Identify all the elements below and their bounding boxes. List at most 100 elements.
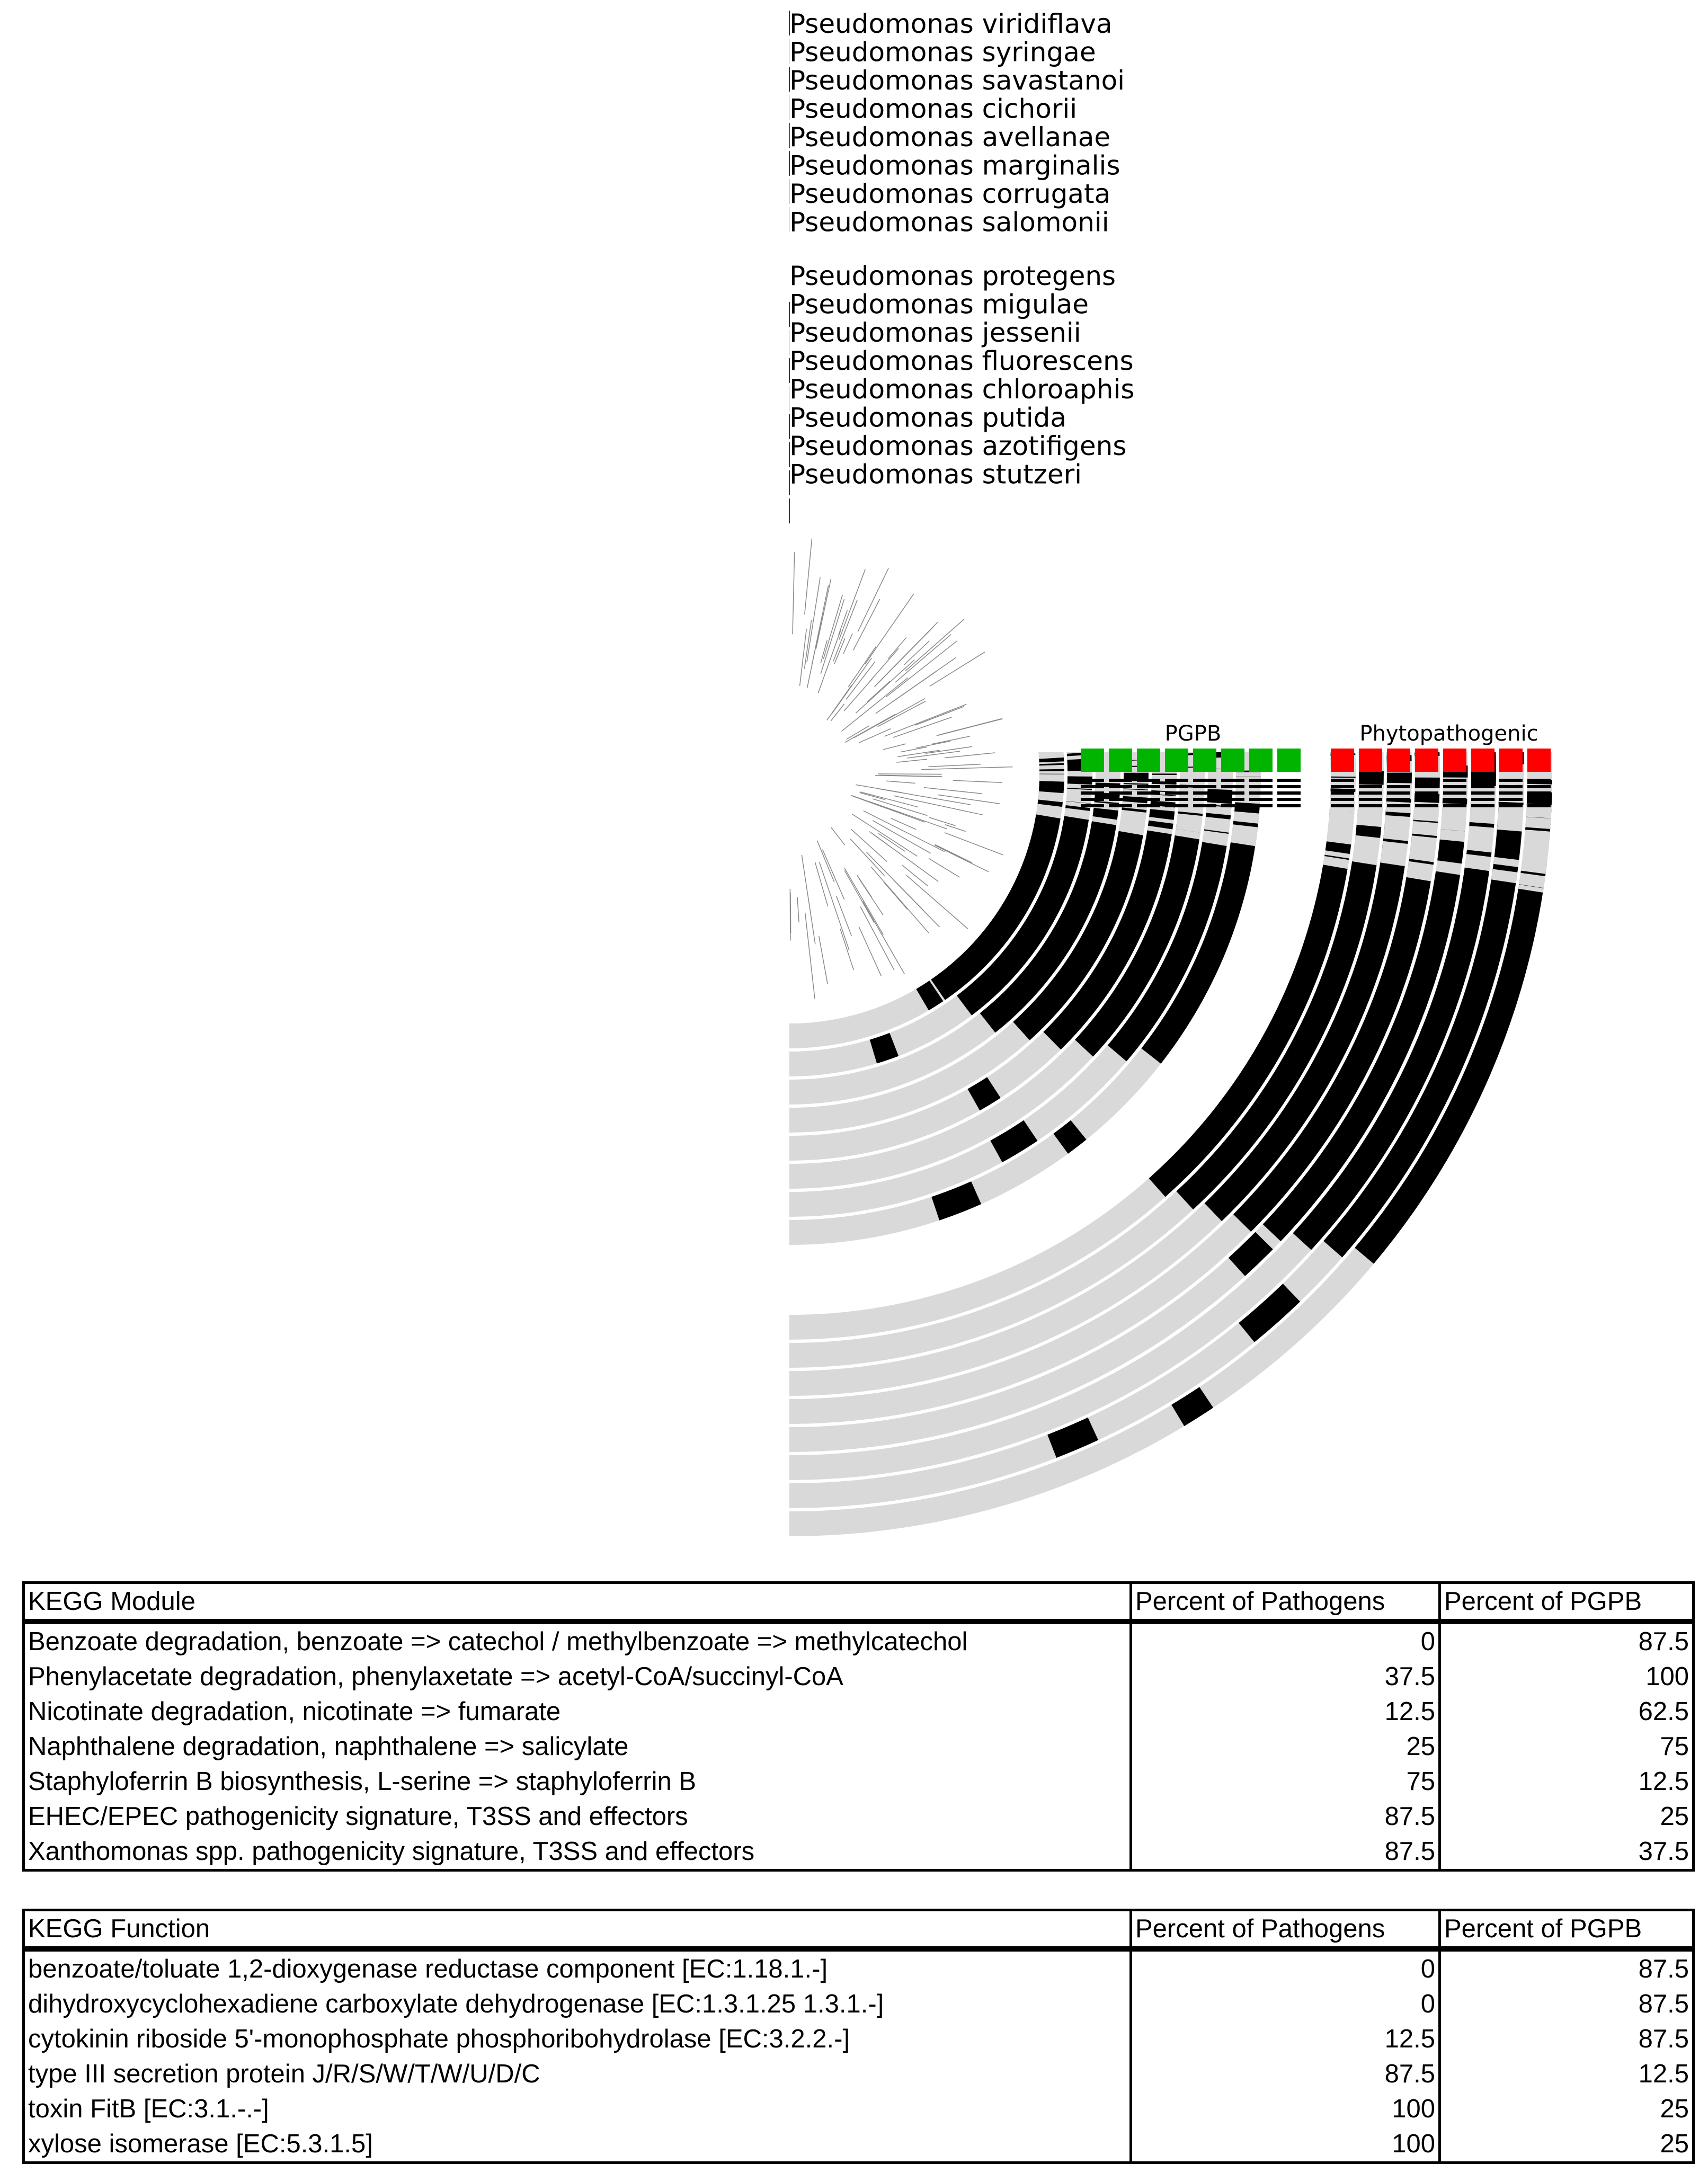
tree-branch [862,901,905,975]
presence-block [1193,791,1216,795]
tree-branch [818,936,828,984]
absence-gap [1236,772,1261,777]
tree-branch [864,593,914,665]
figure-mask [790,0,1708,752]
function-name-cell: xylose isomerase [EC:5.3.1.5] [22,2126,1132,2164]
pgpb-marker [1137,749,1160,772]
absence-gap [1406,867,1433,881]
presence-block [1277,804,1301,807]
absence-gap [1205,816,1231,827]
pgpb-marker [1109,749,1132,772]
tree-branch [830,703,845,722]
presence-block [1387,791,1410,795]
tree-branch [897,750,940,758]
pathogen-percent-cell: 0 [1129,1987,1441,2021]
pathogen-percent-cell: 25 [1129,1729,1441,1764]
pgpb-marker [1277,749,1301,772]
absence-gap [1518,884,1544,893]
presence-block [1331,779,1354,782]
presence-block [1499,785,1523,788]
tree-branch [816,840,835,883]
tree-branch [840,928,855,970]
species-label: Pseudomonas syringae [789,37,1096,68]
tree-branch [893,879,940,928]
presence-block [1331,791,1354,795]
absence-gap [1352,852,1378,866]
tree-branch [938,794,1000,805]
table-row: Nicotinate degradation, nicotinate => fu… [22,1694,1695,1729]
presence-block [1499,791,1523,795]
presence-block [1471,791,1494,795]
tree-branch [953,780,1002,783]
tree-branch [860,791,919,808]
presence-block [1443,798,1466,801]
pathogen-percent-cell: 100 [1129,2091,1441,2126]
presence-block [1165,791,1188,795]
pathogen-percent-cell: 12.5 [1129,2021,1441,2056]
tree-branch [839,569,866,640]
absence-gap [1497,821,1523,832]
presence-block [1109,779,1132,782]
absence-gap [1385,817,1410,824]
species-label: Pseudomonas azotifigens [789,431,1126,461]
tree-branch [826,685,852,720]
column-header: Percent of Pathogens [1129,1909,1441,1952]
absence-gap [1520,858,1547,874]
absence-gap [1328,818,1354,830]
absence-gap [1091,817,1117,825]
presence-block [1137,785,1160,788]
table-row: Naphthalene degradation, naphthalene => … [22,1729,1695,1764]
tree-branch [921,766,1013,770]
tree-branch [891,818,917,830]
absence-gap [1120,815,1146,824]
tree-branch [929,652,985,687]
presence-block [1359,804,1382,807]
absence-gap [1381,852,1407,863]
presence-block [1277,791,1301,795]
presence-block [1109,791,1132,795]
presence-block [1471,785,1494,788]
function-name-cell: type III secretion protein J/R/S/W/T/W/U… [22,2056,1132,2091]
presence-block [1415,804,1438,807]
pgpb-percent-cell: 25 [1438,2091,1695,2126]
tree-branch [925,746,972,754]
tree-branch [905,619,965,672]
presence-block [1249,791,1273,795]
absence-gap [1498,815,1523,823]
pgpb-percent-cell: 25 [1438,1799,1695,1834]
presence-block [1081,798,1104,801]
tree-branch [873,798,928,816]
table-row: benzoate/toluate 1,2-dioxygenase reducta… [22,1949,1695,1987]
table-row: Staphyloferrin B biosynthesis, L-serine … [22,1764,1695,1799]
tree-branch [838,610,848,635]
presence-block [1527,779,1551,782]
tree-branch [895,634,951,683]
module-name-cell: Xanthomonas spp. pathogenicity signature… [22,1834,1132,1872]
tree-branch [886,780,915,784]
absence-gap [1175,829,1200,839]
absence-gap [1092,816,1117,822]
tree-branch [859,792,885,800]
absence-gap [1468,835,1493,842]
presence-block [1053,1120,1087,1154]
pathogen-percent-cell: 12.5 [1129,1694,1441,1729]
kegg-function-table: KEGG Function Percent of Pathogens Perce… [22,1909,1695,2164]
absence-gap [1380,859,1405,867]
absence-gap [1204,824,1230,833]
presence-block [869,1032,899,1064]
tree-branch [823,594,843,660]
absence-gap [1230,836,1256,847]
presence-block [931,1181,982,1221]
presence-block [1443,779,1466,782]
table-row: Phenylacetate degradation, phenylaxetate… [22,1659,1695,1694]
table-row: type III secretion protein J/R/S/W/T/W/U… [22,2056,1695,2091]
absence-gap [1039,761,1064,764]
presence-block [1137,798,1160,801]
pgpb-marker [1193,749,1216,772]
presence-block [1359,779,1382,782]
tree-branch [928,763,981,768]
absence-gap [1498,807,1524,813]
presence-block [1137,804,1160,807]
pathogen-marker [1331,749,1354,772]
presence-block [1277,798,1301,801]
